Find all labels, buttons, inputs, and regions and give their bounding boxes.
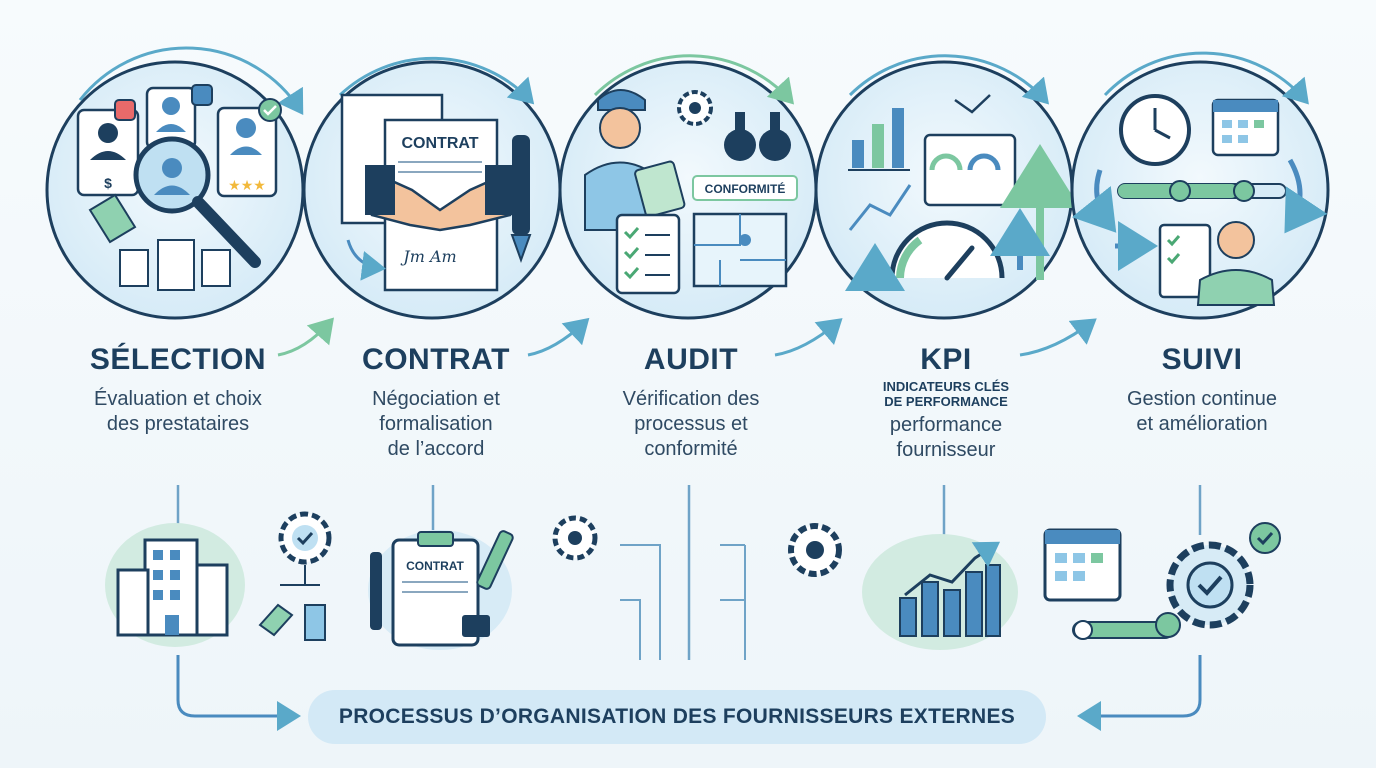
check-badge-icon (1249, 522, 1281, 554)
step-title: SÉLECTION (89, 343, 267, 376)
bottom-contract-illustration: CONTRAT (368, 515, 661, 660)
step-description: Négociation et formalisation de l’accord (372, 388, 500, 460)
banner-connectors (176, 655, 1202, 731)
contract-doc-title: CONTRAT (401, 135, 478, 152)
binoculars-icon (724, 112, 791, 161)
magnifier-icon (133, 136, 261, 268)
clipboard-icon: CONTRAT (391, 531, 480, 647)
site-plan-icon (692, 212, 788, 288)
step-title: AUDIT (643, 343, 739, 376)
clipboard-doc-title: CONTRAT (406, 559, 464, 573)
svg-text:★★★: ★★★ (228, 177, 266, 193)
currency-symbol: $ (104, 175, 112, 191)
step-title: SUIVI (1161, 343, 1243, 376)
gear-icon (677, 90, 713, 126)
bar-chart-icon (848, 108, 910, 171)
step-selection: SÉLECTION Évaluation et choix des presta… (58, 343, 298, 437)
bottom-kpi-illustration (720, 523, 1018, 660)
step-description: performance fournisseur (889, 414, 1003, 461)
step-description: Vérification des processus et conformité (622, 388, 760, 460)
step-title: KPI (920, 343, 972, 376)
audit-illustration: CONFORMITÉ (558, 54, 818, 320)
step-connectors (277, 317, 1097, 357)
handshake-icon (365, 165, 515, 232)
progress-track-icon (1072, 612, 1181, 640)
candidate-card-icon: ★★★ (216, 98, 282, 198)
calendar-icon (1211, 98, 1280, 157)
candidate-card-icon: $ (76, 108, 140, 197)
suivi-illustration (1070, 51, 1330, 320)
gear-check-icon (1166, 541, 1254, 629)
bottom-suivi-illustration (1043, 522, 1281, 640)
checklist-icon (615, 213, 681, 295)
dashboard-icon (923, 133, 1017, 207)
calendar-icon (1043, 528, 1122, 602)
conformity-badge: CONFORMITÉ (705, 181, 786, 196)
step-title: CONTRAT (362, 343, 510, 376)
bottom-building-illustration (105, 511, 332, 647)
process-banner: PROCESSUS D’ORGANISATION DES FOURNISSEUR… (308, 690, 1046, 744)
signature-text: Jm Am (400, 247, 456, 266)
pen-icon (510, 135, 532, 263)
manager-person-icon (1196, 221, 1276, 306)
checklist-icon (1158, 223, 1212, 299)
step-kpi: KPI INDICATEURS CLÉS DE PERFORMANCE perf… (826, 343, 1066, 463)
gear-check-icon (278, 511, 332, 565)
step-audit: AUDIT Vérification des processus et conf… (571, 343, 811, 462)
clock-icon (1119, 94, 1191, 166)
gear-icon (788, 523, 842, 577)
banner-text: PROCESSUS D’ORGANISATION DES FOURNISSEUR… (338, 705, 1016, 728)
step-description: Gestion continue et amélioration (1126, 388, 1278, 435)
progress-track-icon (1117, 180, 1287, 202)
building-icon (116, 538, 229, 637)
step-contrat: CONTRAT Négociation et formalisation de … (316, 343, 556, 462)
growth-chart-icon (899, 541, 1001, 637)
selection-illustration: $ ★★★ (45, 46, 305, 320)
step-subtitle: INDICATEURS CLÉS DE PERFORMANCE (882, 379, 1010, 409)
contract-illustration: CONTRAT Jm Am (302, 56, 562, 320)
step-suivi: SUIVI Gestion continue et amélioration (1082, 343, 1322, 437)
gear-icon (552, 515, 598, 561)
step-description: Évaluation et choix des prestataires (94, 388, 262, 435)
kpi-illustration (814, 54, 1080, 320)
